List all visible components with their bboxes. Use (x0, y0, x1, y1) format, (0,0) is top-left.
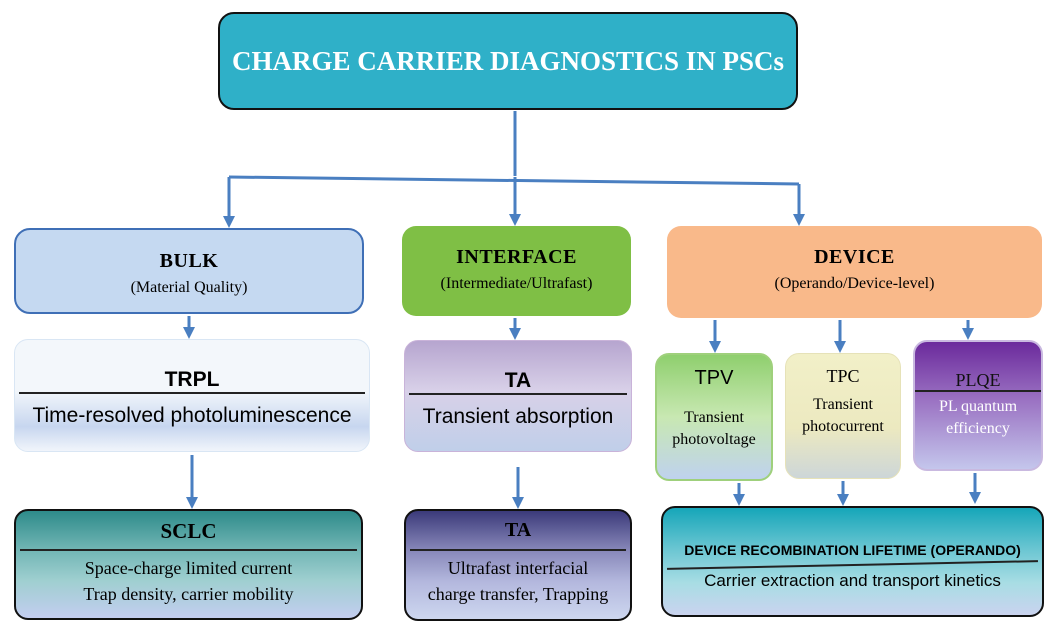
divider (19, 392, 365, 394)
tpc-desc: Transient photocurrent (786, 394, 900, 438)
sclc-desc: Space-charge limited current Trap densit… (16, 555, 361, 607)
plqe-title: PLQE (955, 370, 1001, 390)
ta-outcome-line2: charge transfer, Trapping (427, 584, 609, 604)
tpv-desc: Transient photovoltage (657, 407, 771, 451)
divider (410, 549, 626, 551)
ta-outcome-desc: Ultrafast interfacial charge transfer, T… (406, 555, 630, 607)
ta-technique-box: TA Transient absorption (404, 340, 632, 452)
root-title: CHARGE CARRIER DIAGNOSTICS IN PSCs (231, 45, 785, 76)
bulk-category-box: BULK (Material Quality) (14, 228, 364, 314)
ta-desc: Transient absorption (422, 405, 614, 428)
ta-outcome-box: TA Ultrafast interfacial charge transfer… (404, 509, 632, 621)
plqe-box: PLQE PL quantum efficiency (913, 340, 1043, 471)
plqe-desc-line2: efficiency (946, 420, 1010, 437)
device-category-box: DEVICE (Operando/Device-level) (667, 226, 1042, 318)
tpv-desc-line1: Transient (684, 409, 744, 426)
device-title: DEVICE (814, 246, 895, 268)
sclc-box: SCLC Space-charge limited current Trap d… (14, 509, 363, 620)
divider (409, 393, 627, 395)
bulk-title: BULK (159, 250, 219, 272)
device-lifetime-desc: Carrier extraction and transport kinetic… (704, 571, 1001, 590)
plqe-desc-line1: PL quantum (938, 398, 1018, 415)
bulk-subtitle: (Material Quality) (130, 279, 248, 296)
tpv-box: TPV Transient photovoltage (655, 353, 773, 481)
device-subtitle: (Operando/Device-level) (774, 275, 935, 292)
trpl-desc: Time-resolved photoluminescence (32, 404, 352, 427)
plqe-desc: PL quantum efficiency (915, 396, 1041, 440)
ta-outcome-title: TA (504, 519, 532, 541)
sclc-title: SCLC (160, 519, 217, 543)
tpv-desc-line2: photovoltage (672, 431, 756, 448)
tpc-title: TPC (826, 366, 860, 386)
trpl-box: TRPL Time-resolved photoluminescence (14, 339, 370, 452)
ta-title: TA (504, 369, 532, 392)
tpc-desc-line1: Transient (813, 396, 873, 413)
sclc-line2: Trap density, carrier mobility (83, 584, 294, 604)
ta-outcome-line1: Ultrafast interfacial (447, 558, 589, 578)
root-title-box: CHARGE CARRIER DIAGNOSTICS IN PSCs (218, 12, 798, 110)
device-lifetime-title: DEVICE RECOMBINATION LIFETIME (OPERANDO) (684, 542, 1021, 558)
divider (915, 390, 1041, 392)
tpc-desc-line2: photocurrent (802, 418, 884, 435)
sclc-line1: Space-charge limited current (84, 558, 293, 578)
tpc-box: TPC Transient photocurrent (785, 353, 901, 479)
interface-title: INTERFACE (456, 246, 577, 268)
interface-category-box: INTERFACE (Intermediate/Ultrafast) (402, 226, 631, 316)
interface-subtitle: (Intermediate/Ultrafast) (440, 275, 593, 292)
device-lifetime-box: DEVICE RECOMBINATION LIFETIME (OPERANDO)… (661, 506, 1044, 617)
trpl-title: TRPL (164, 368, 220, 391)
tpv-title: TPV (694, 367, 734, 389)
divider (20, 549, 357, 551)
